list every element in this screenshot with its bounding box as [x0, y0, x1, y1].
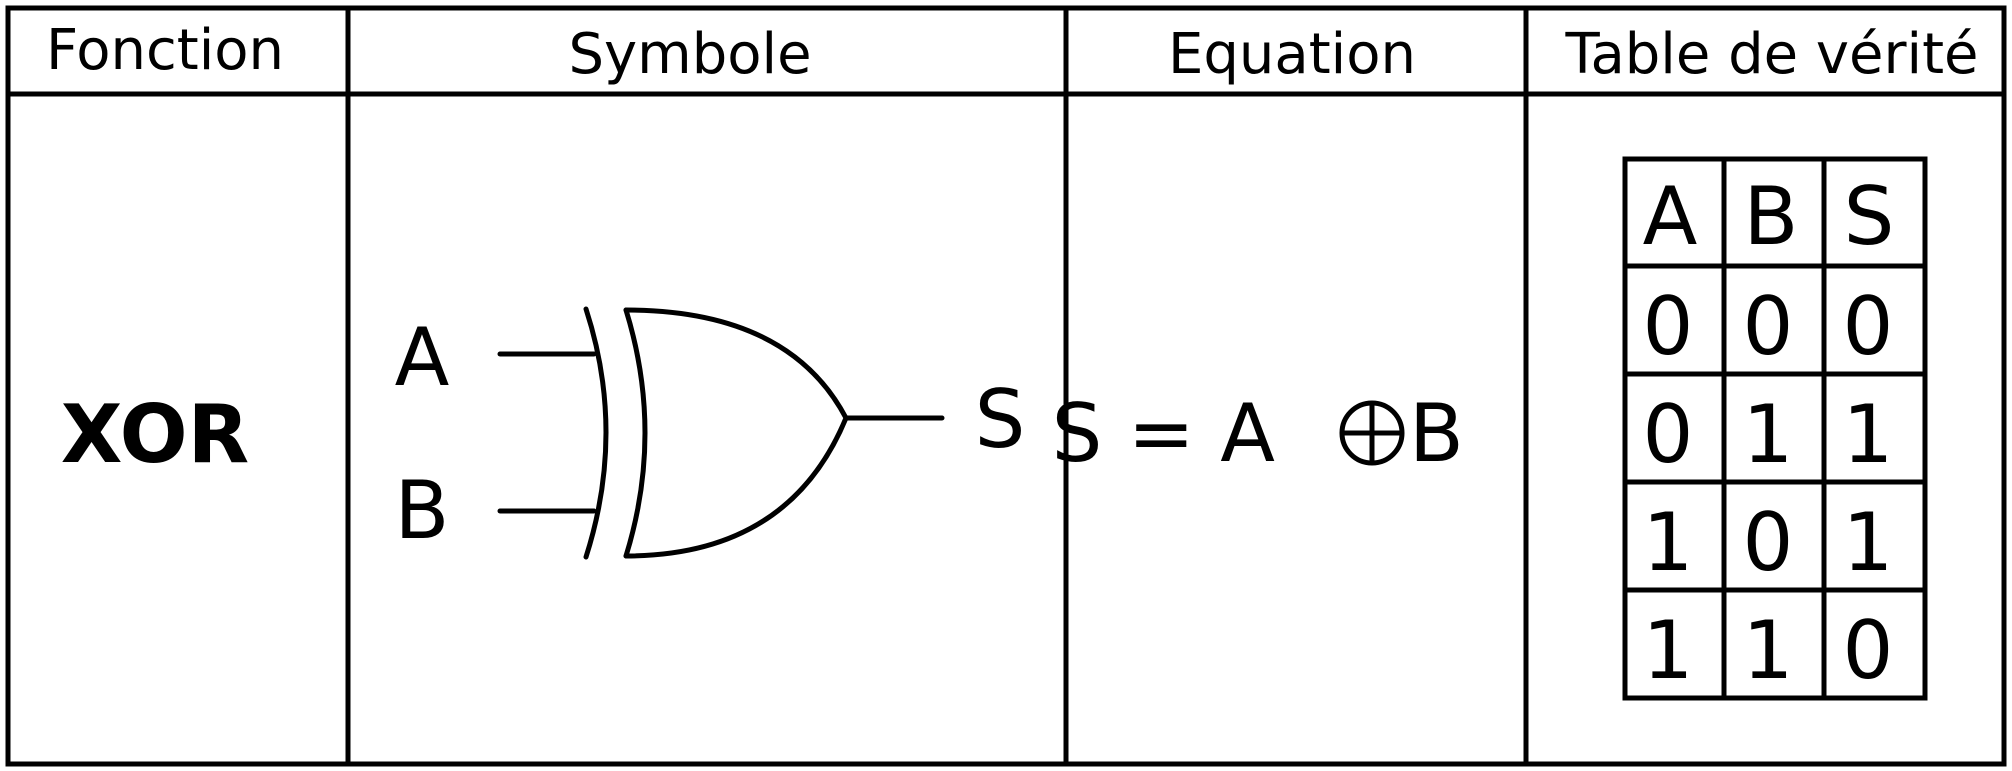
xor-gate-symbol: A B S	[395, 306, 1026, 560]
truth-table-cell: 0	[1743, 496, 1794, 589]
truth-table-cell: 0	[1643, 388, 1694, 481]
gate-body-curve	[623, 307, 849, 559]
output-s-label: S	[975, 373, 1026, 466]
truth-table-header: A	[1643, 170, 1698, 263]
truth-table-cell: 0	[1843, 604, 1894, 697]
header-symbol: Symbole	[568, 22, 811, 87]
header-equation: Equation	[1168, 22, 1416, 87]
truth-table-cell: 1	[1743, 604, 1794, 697]
truth-table-cell: 1	[1843, 496, 1894, 589]
truth-table-grid	[1622, 156, 1928, 701]
equation-right: B	[1409, 387, 1464, 480]
header-function: Fonction	[46, 18, 284, 83]
truth-table-cell: 0	[1743, 280, 1794, 373]
input-a-label: A	[395, 311, 450, 404]
function-name: XOR	[61, 388, 249, 481]
input-b-label: B	[395, 464, 450, 557]
truth-table-header: S	[1844, 170, 1895, 263]
truth-table-header: B	[1744, 170, 1799, 263]
equation-left: S = A	[1052, 387, 1276, 480]
truth-table-cell: 0	[1843, 280, 1894, 373]
xor-input-arc	[583, 306, 609, 560]
table-grid	[5, 5, 2007, 767]
header-truth-table: Table de vérité	[1565, 22, 1979, 87]
truth-table-cell: 1	[1643, 604, 1694, 697]
truth-table-cell: 0	[1643, 280, 1694, 373]
truth-table: A B S 0 0 0 0 1 1 1 0 1 1 1 0	[1622, 156, 1928, 701]
table-border	[5, 5, 2007, 767]
truth-table-border	[1622, 156, 1928, 701]
truth-table-cell: 1	[1743, 388, 1794, 481]
truth-table-cell: 1	[1843, 388, 1894, 481]
gate-back-curve	[623, 307, 648, 559]
equation: S = A B	[1052, 387, 1464, 480]
truth-table-cell: 1	[1643, 496, 1694, 589]
